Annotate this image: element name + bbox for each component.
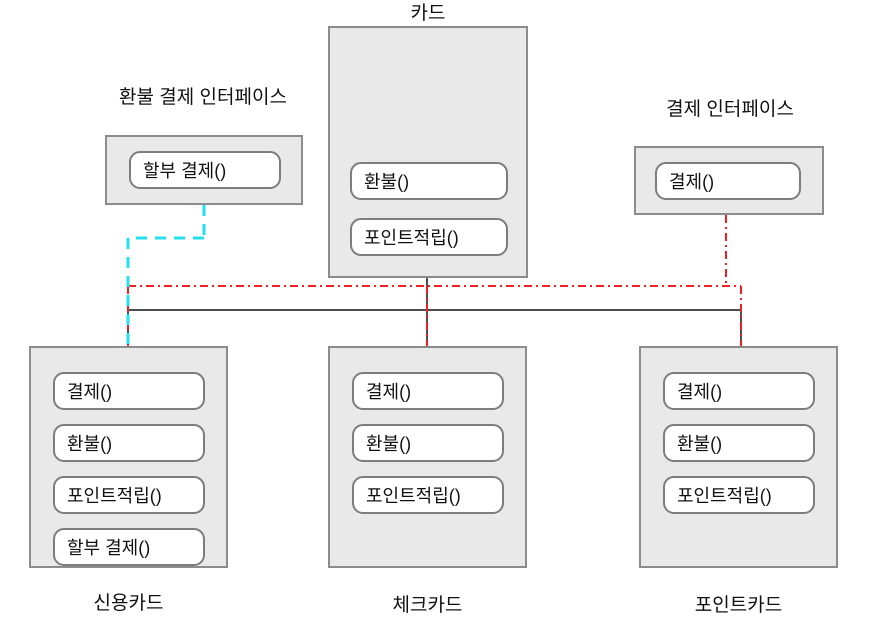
credit-card-method-point-accrual[interactable]: 포인트적립() (53, 476, 205, 514)
payment-interface-method-pay[interactable]: 결제() (655, 162, 801, 200)
credit-card-method-refund[interactable]: 환불() (53, 424, 205, 462)
card-method-refund[interactable]: 환불() (350, 162, 508, 200)
generalization-connector (127, 278, 742, 346)
check-card-method-point-accrual[interactable]: 포인트적립() (352, 476, 504, 514)
point-card-method-refund[interactable]: 환불() (663, 424, 815, 462)
point-card-method-point-accrual[interactable]: 포인트적립() (663, 476, 815, 514)
check-card-box[interactable]: 결제() 환불() 포인트적립() (328, 346, 527, 568)
refund-interface-title: 환불 결제 인터페이스 (119, 87, 287, 108)
payment-interface-box[interactable]: 결제() (634, 146, 824, 215)
point-card-label: 포인트카드 (694, 595, 783, 616)
card-method-point-accrual[interactable]: 포인트적립() (350, 218, 508, 256)
credit-card-box[interactable]: 결제() 환불() 포인트적립() 할부 결제() (29, 346, 228, 568)
check-card-label: 체크카드 (392, 595, 463, 616)
check-card-method-pay[interactable]: 결제() (352, 372, 504, 410)
point-card-box[interactable]: 결제() 환불() 포인트적립() (639, 346, 838, 568)
payment-interface-title: 결제 인터페이스 (666, 99, 794, 120)
card-box-title: 카드 (410, 3, 446, 24)
refund-interface-method-installment-pay[interactable]: 할부 결제() (129, 151, 281, 189)
point-card-method-pay[interactable]: 결제() (663, 372, 815, 410)
refund-interface-box[interactable]: 할부 결제() (105, 135, 303, 205)
credit-card-method-pay[interactable]: 결제() (53, 372, 205, 410)
card-box[interactable]: 환불() 포인트적립() (328, 26, 528, 278)
credit-card-method-installment-pay[interactable]: 할부 결제() (53, 528, 205, 566)
credit-card-label: 신용카드 (93, 593, 164, 614)
check-card-method-refund[interactable]: 환불() (352, 424, 504, 462)
realization-refund-connector (126, 205, 206, 346)
